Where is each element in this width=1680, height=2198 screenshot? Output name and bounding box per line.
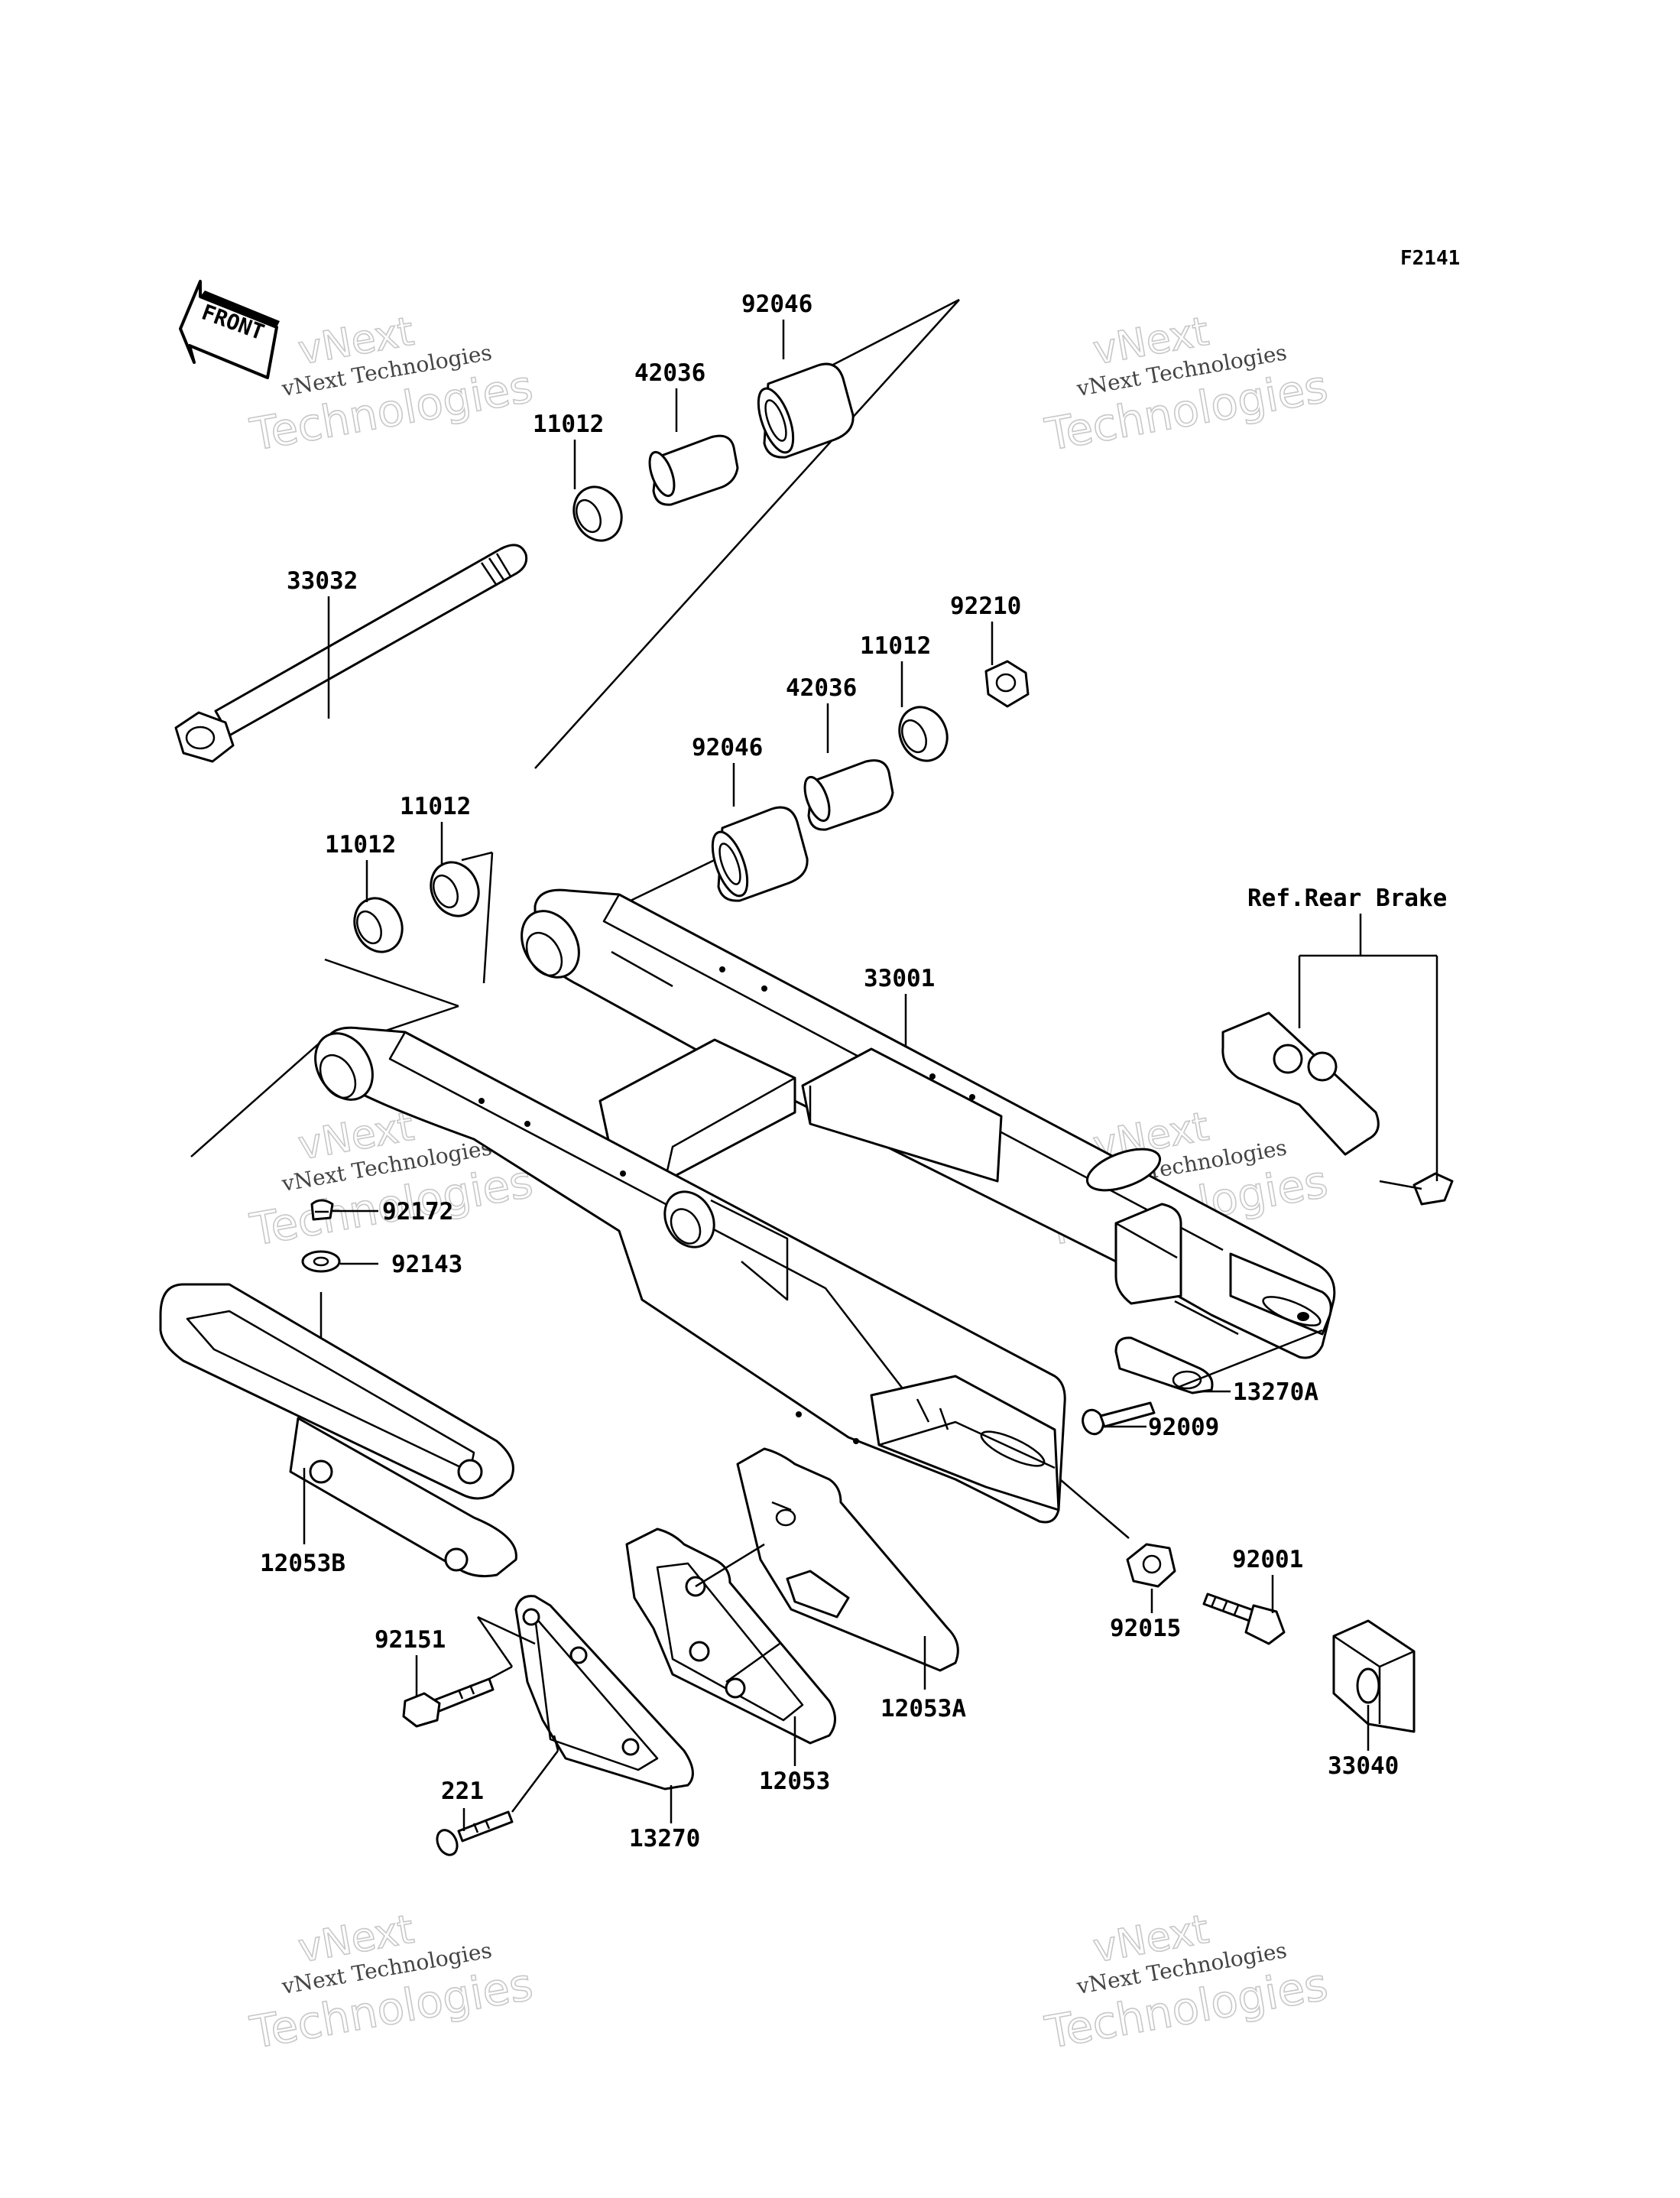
part-33001-swingarm (314, 888, 1336, 1524)
label-33032: 33032 (287, 567, 358, 595)
label-92015: 92015 (1110, 1615, 1181, 1642)
part-92046-mid-sleeve (711, 806, 809, 902)
label-13270A: 13270A (1233, 1378, 1318, 1406)
label-92151: 92151 (375, 1626, 446, 1654)
label-42036-mid: 42036 (786, 674, 857, 702)
part-12053A-guide (736, 1447, 959, 1672)
label-13270: 13270 (629, 1825, 700, 1852)
label-92001: 92001 (1232, 1546, 1303, 1573)
part-42036-top-collar (648, 434, 739, 506)
watermark-bottom-right: vNext vNext Technologies Technologies (1040, 1906, 1331, 2060)
label-33040: 33040 (1328, 1752, 1399, 1780)
part-13270-guard (514, 1595, 694, 1791)
part-92015-nut (1126, 1543, 1176, 1588)
part-221-screw (436, 1810, 514, 1856)
part-11012-top-seal (572, 485, 623, 542)
part-92210-nut (984, 660, 1030, 708)
label-11012-mid: 11012 (860, 632, 931, 660)
watermark-bottom-left: vNext vNext Technologies Technologies (245, 1906, 537, 2060)
part-92151-bolt (402, 1677, 495, 1728)
label-12053A: 12053A (881, 1695, 966, 1722)
part-92009-screw (1082, 1401, 1156, 1436)
rear-brake-bracket (1085, 1011, 1454, 1206)
label-92210: 92210 (950, 593, 1021, 620)
part-33040-adjuster-block (1332, 1619, 1416, 1733)
label-12053: 12053 (759, 1768, 830, 1795)
label-92009: 92009 (1148, 1414, 1219, 1441)
label-12053B: 12053B (260, 1550, 345, 1577)
part-92172-screw (310, 1199, 334, 1221)
part-12053B-chain-slider (159, 1283, 517, 1578)
watermark-top-right: vNext vNext Technologies Technologies (1040, 308, 1331, 462)
part-11012-mid-seal (898, 706, 949, 762)
label-92046-mid: 92046 (692, 734, 763, 761)
part-13270A-plate (1114, 1336, 1214, 1394)
part-11012-left-seal-b (353, 897, 404, 953)
label-11012-top: 11012 (533, 411, 604, 438)
part-42036-mid-collar (803, 759, 894, 831)
part-labels: 92046 42036 11012 33032 92210 11012 4203… (260, 291, 1447, 1852)
label-92143: 92143 (391, 1251, 462, 1278)
label-11012-left-b: 11012 (325, 831, 396, 859)
label-221: 221 (441, 1778, 484, 1805)
label-33001: 33001 (864, 965, 935, 992)
part-92046-top-sleeve (757, 362, 855, 459)
guide-lines-bottom (476, 1329, 1323, 1813)
watermark-top-left: vNext vNext Technologies Technologies (245, 308, 537, 462)
part-92143-washer (301, 1250, 341, 1273)
front-arrow-icon: FRONT (179, 280, 280, 379)
leader-lines (303, 320, 1438, 1831)
label-92172: 92172 (382, 1198, 453, 1226)
label-42036-top: 42036 (634, 359, 705, 387)
label-ref-rear-brake: Ref.Rear Brake (1247, 885, 1447, 912)
part-12053-guide (625, 1528, 836, 1745)
label-11012-left-a: 11012 (400, 793, 471, 820)
label-92046-top: 92046 (741, 291, 812, 318)
part-11012-left-seal-a (430, 861, 480, 917)
part-33032-pivot-shaft (174, 544, 528, 763)
figure-code: F2141 (1400, 247, 1460, 270)
